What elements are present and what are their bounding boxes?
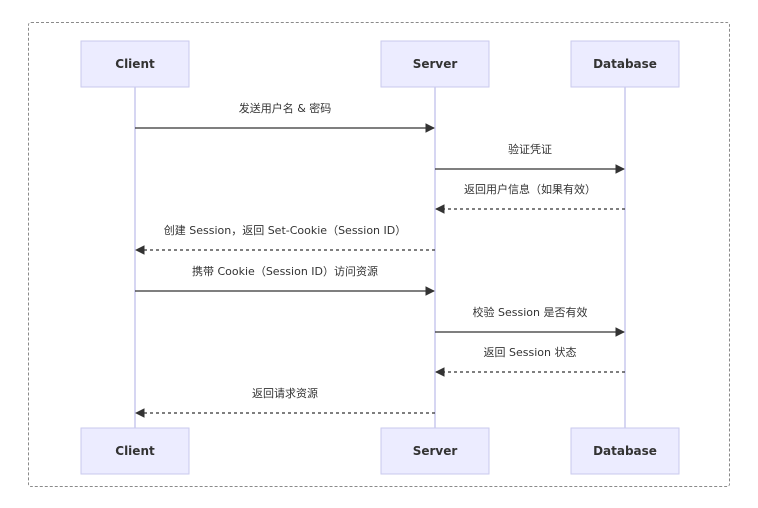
- actor-label: Client: [115, 444, 155, 458]
- actor-label: Server: [413, 57, 458, 71]
- message-label: 发送用户名 & 密码: [239, 101, 332, 115]
- message-label: 验证凭证: [508, 142, 552, 156]
- actor-database-bottom: Database: [570, 427, 680, 475]
- actor-box: [380, 427, 490, 475]
- actor-box: [80, 427, 190, 475]
- message-label: 校验 Session 是否有效: [473, 305, 588, 319]
- actor-database-top: Database: [570, 40, 680, 88]
- actor-label: Server: [413, 444, 458, 458]
- actor-label: Client: [115, 57, 155, 71]
- message-2: 验证凭证: [435, 142, 625, 174]
- actor-box: [380, 40, 490, 88]
- actor-server-bottom: Server: [380, 427, 490, 475]
- message-label: 返回 Session 状态: [484, 345, 577, 359]
- message-5: 携带 Cookie（Session ID）访问资源: [135, 264, 435, 296]
- lifelines: [134, 87, 626, 428]
- actor-label: Database: [593, 57, 657, 71]
- message-8: 返回请求资源: [135, 386, 435, 418]
- message-7: 返回 Session 状态: [435, 345, 625, 377]
- actor-server-top: Server: [380, 40, 490, 88]
- actor-label: Database: [593, 444, 657, 458]
- message-4: 创建 Session，返回 Set-Cookie（Session ID）: [135, 223, 435, 255]
- message-label: 携带 Cookie（Session ID）访问资源: [192, 264, 378, 278]
- message-1: 发送用户名 & 密码: [135, 101, 435, 133]
- message-6: 校验 Session 是否有效: [435, 305, 625, 337]
- actor-box: [570, 40, 680, 88]
- message-3: 返回用户信息（如果有效）: [435, 182, 625, 214]
- actor-box: [570, 427, 680, 475]
- actors-bottom: Client Server Database: [80, 427, 680, 475]
- message-label: 返回用户信息（如果有效）: [464, 182, 596, 196]
- actor-box: [80, 40, 190, 88]
- diagram-frame: [28, 22, 730, 487]
- actor-client-bottom: Client: [80, 427, 190, 475]
- actor-client-top: Client: [80, 40, 190, 88]
- message-label: 创建 Session，返回 Set-Cookie（Session ID）: [164, 223, 407, 237]
- actors-top: Client Server Database: [80, 40, 680, 88]
- message-label: 返回请求资源: [252, 386, 318, 400]
